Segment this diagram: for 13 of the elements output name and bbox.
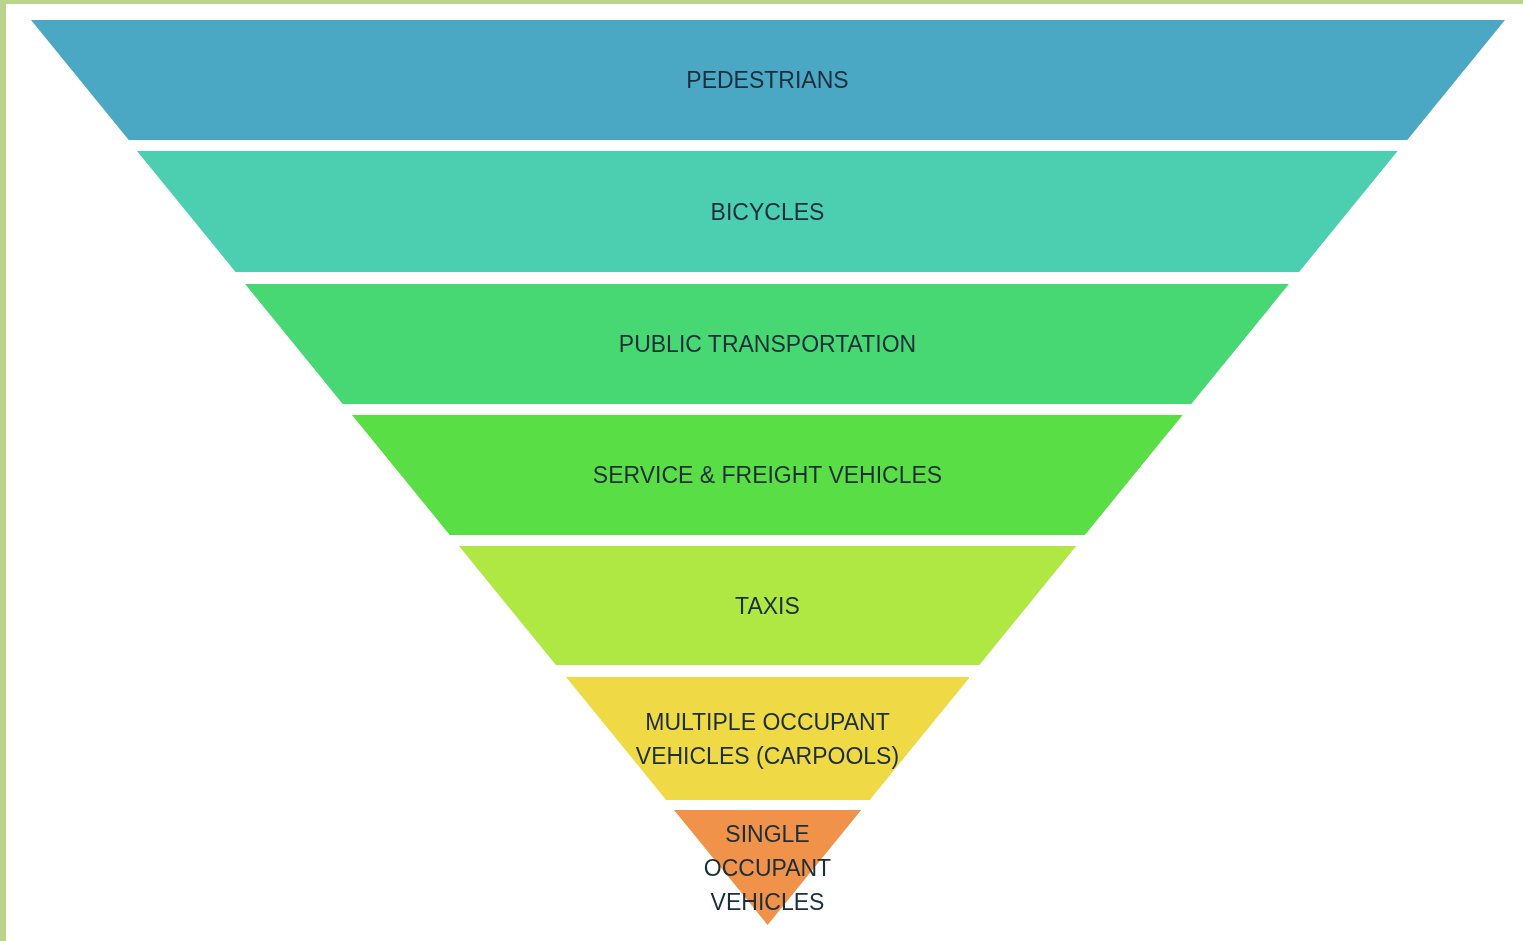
funnel-band [352,415,1183,535]
band-label: MULTIPLE OCCUPANT VEHICLES (CARPOOLS) [634,707,901,771]
funnel-tip [673,810,862,925]
band-label: TAXIS [734,591,801,621]
band-label: SERVICE & FREIGHT VEHICLES [591,461,944,490]
band-label: PEDESTRIANS [685,66,850,95]
funnel-band [458,546,1077,665]
band-label: PUBLIC TRANSPORTATION [617,330,918,359]
funnel-band [137,151,1398,272]
funnel-band [565,677,970,800]
band-label: BICYCLES [709,197,826,227]
funnel-band [245,284,1290,404]
funnel-band [30,20,1505,140]
